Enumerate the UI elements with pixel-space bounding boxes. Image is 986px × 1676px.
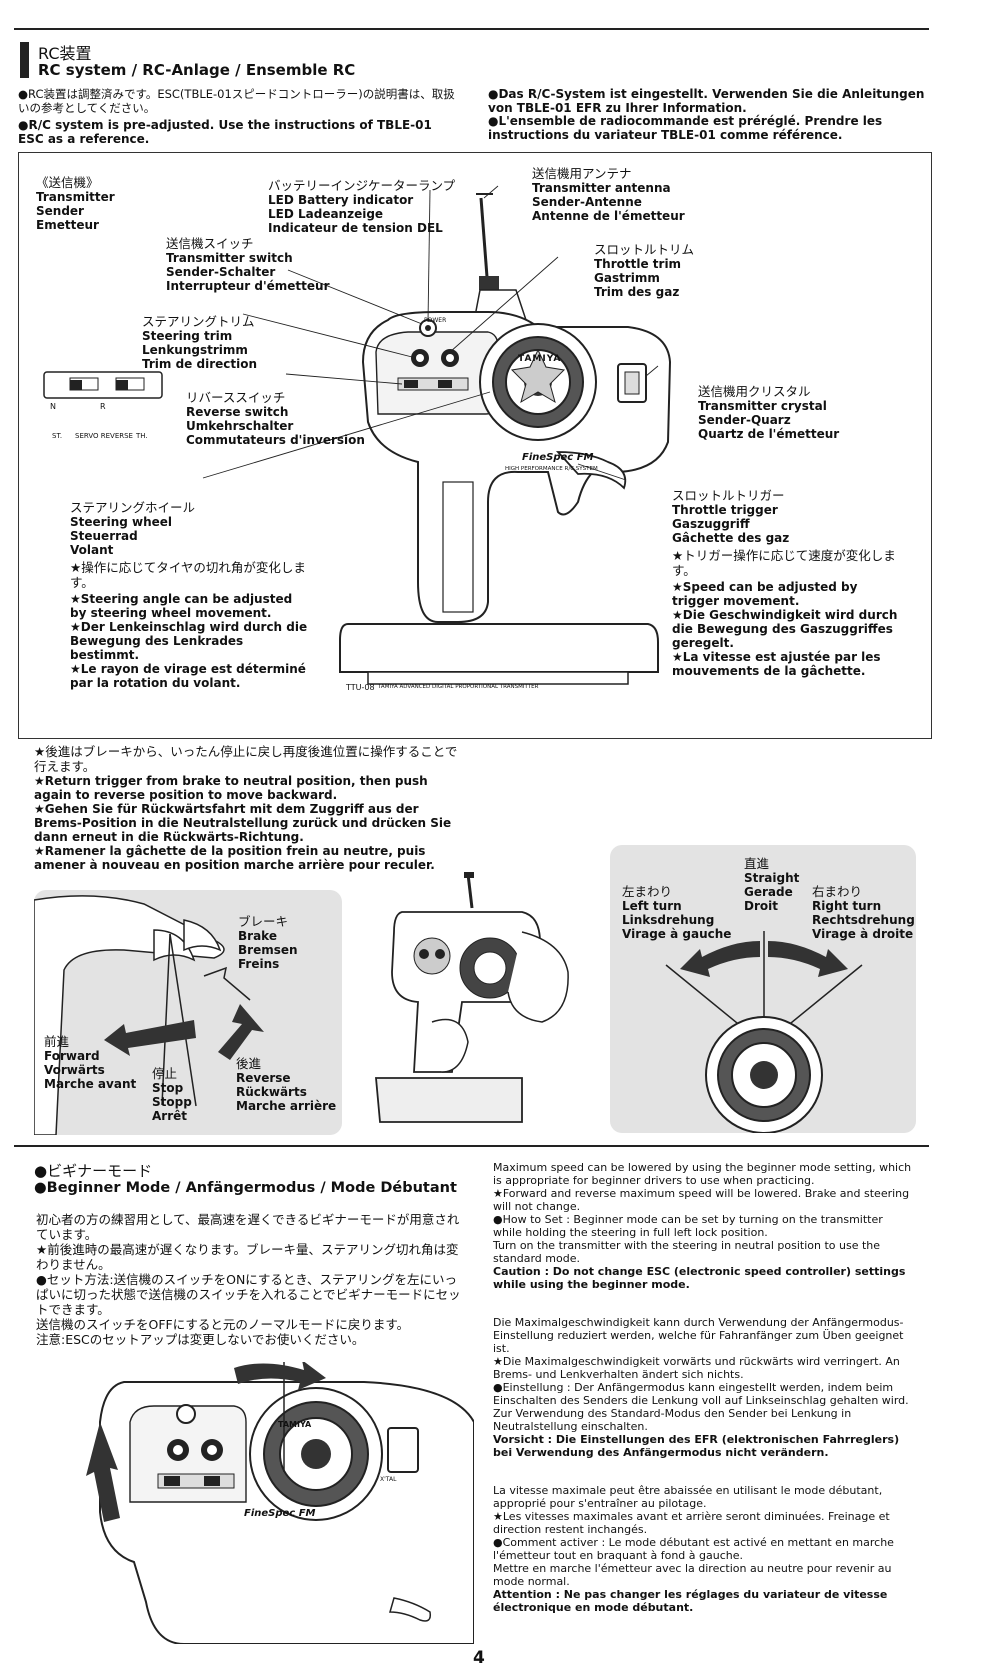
throttle-trim-label: スロットルトリム Throttle trim Gastrimm Trim des… bbox=[594, 242, 695, 299]
top-rule bbox=[14, 28, 929, 30]
beginner-de: Die Maximalgeschwindigkeit kann durch Ve… bbox=[493, 1316, 909, 1459]
servo-reverse-n-st: N bbox=[50, 402, 56, 411]
steering-operation-illustration bbox=[665, 931, 863, 1133]
beginner-brand-label: TAMIYA bbox=[278, 1420, 312, 1429]
beginner-jp: 初心者の方の練習用として、最高速を遅くできるビギナーモードが用意されています。 … bbox=[36, 1212, 461, 1347]
straight-label: 直進 Straight Gerade Droit bbox=[744, 856, 800, 913]
power-label: POWER bbox=[424, 317, 447, 324]
antenna-label: 送信機用アンテナ Transmitter antenna Sender-Ante… bbox=[532, 166, 685, 223]
servo-reverse-st: ST. bbox=[52, 432, 63, 440]
fm-sub: HIGH PERFORMANCE R/C SYSTEM bbox=[505, 466, 598, 472]
intro-jp: ●RC装置は調整済みです。ESC(TBLE-01スピードコントローラー)の説明書… bbox=[18, 87, 455, 115]
beginner-fm-logo: FineSpec FM bbox=[244, 1508, 316, 1519]
page-number: 4 bbox=[473, 1648, 485, 1668]
section-marker bbox=[20, 42, 29, 78]
beginner-mode-illustration bbox=[86, 1362, 474, 1644]
reverse-operation-notes: ★後進はブレーキから、いったん停止に戻し再度後進位置に操作することで行えます。 … bbox=[34, 744, 458, 872]
left-turn-label: 左まわり Left turn Linksdrehung Virage à gau… bbox=[622, 884, 732, 941]
servo-reverse-r-st: R bbox=[100, 402, 106, 411]
transmitter-diagram-box bbox=[18, 152, 932, 739]
reverse-switch-label: リバーススイッチ Reverse switch Umkehrschalter C… bbox=[186, 390, 365, 447]
beginner-title-jp: ●ビギナーモード bbox=[34, 1162, 153, 1180]
transmitter-label: 《送信機》 Transmitter Sender Emetteur bbox=[36, 175, 115, 232]
reverse-label: 後進 Reverse Rückwärts Marche arrière bbox=[236, 1056, 337, 1113]
brand-label: TAMIYA bbox=[518, 354, 562, 364]
stop-label: 停止 Stop Stopp Arrêt bbox=[152, 1066, 192, 1123]
intro-en: ●R/C system is pre-adjusted. Use the ins… bbox=[18, 118, 432, 146]
servo-reverse-switch-illustration bbox=[43, 371, 163, 399]
servo-reverse-label: SERVO REVERSE bbox=[75, 432, 133, 440]
section-title-jp: RC装置 bbox=[38, 44, 92, 63]
brake-label: ブレーキ Brake Bremsen Freins bbox=[238, 914, 298, 971]
transmitter-diagram bbox=[43, 185, 672, 685]
battery-indicator-label: バッテリーインジケーターランプ LED Battery indicator LE… bbox=[268, 178, 456, 235]
beginner-rule bbox=[14, 1145, 929, 1147]
beginner-en: Maximum speed can be lowered by using th… bbox=[493, 1161, 912, 1291]
beginner-fr: La vitesse maximale peut être abaissée e… bbox=[493, 1484, 894, 1614]
steering-wheel-label: ステアリングホイール Steering wheel Steuerrad Vola… bbox=[70, 500, 308, 690]
base-caption: TAMIYA ADVANCED DIGITAL PROPORTIONAL TRA… bbox=[378, 684, 539, 690]
throttle-trigger-label: スロットルトリガー Throttle trigger Gaszuggriff G… bbox=[672, 488, 898, 678]
trigger-operation-illustration bbox=[34, 895, 264, 1135]
steering-trim-label: ステアリングトリム Steering trim Lenkungstrimm Tr… bbox=[142, 314, 257, 371]
transmitter-body-illustration bbox=[339, 311, 672, 685]
beginner-title: ●Beginner Mode / Anfängermodus / Mode Dé… bbox=[34, 1180, 457, 1196]
intro-de: ●Das R/C-System ist eingestellt. Verwend… bbox=[488, 87, 925, 115]
beginner-xtal-label: X'TAL bbox=[380, 1476, 397, 1483]
fm-logo: FineSpec FM bbox=[522, 452, 594, 463]
intro-fr: ●L'ensemble de radiocommande est prérégl… bbox=[488, 114, 883, 142]
transmitter-switch-label: 送信機スイッチ Transmitter switch Sender-Schalt… bbox=[166, 236, 330, 293]
section-title: RC system / RC-Anlage / Ensemble RC bbox=[38, 61, 356, 79]
right-turn-label: 右まわり Right turn Rechtsdrehung Virage à d… bbox=[812, 884, 915, 941]
crystal-label: 送信機用クリスタル Transmitter crystal Sender-Qua… bbox=[698, 384, 840, 441]
servo-reverse-th: TH. bbox=[136, 432, 148, 440]
model-label: TTU-08 bbox=[346, 683, 375, 692]
forward-label: 前進 Forward Vorwärts Marche avant bbox=[44, 1034, 137, 1091]
hand-holding-transmitter-illustration bbox=[375, 872, 569, 1123]
